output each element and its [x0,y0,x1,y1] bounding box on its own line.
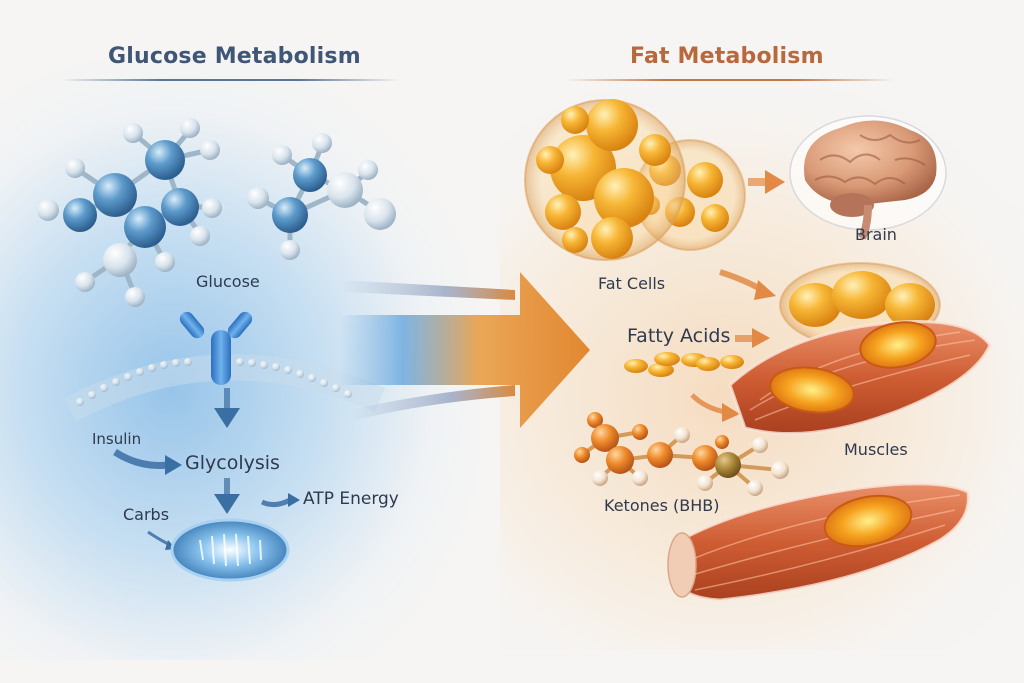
glucose-molecule-small-icon [247,133,396,260]
label-fat-cells: Fat Cells [598,274,666,293]
glucose-section-title: Glucose Metabolism [108,44,361,69]
brain-icon [789,115,947,240]
glucose-molecule-icon [37,118,222,307]
label-fatty-acids: Fatty Acids [627,325,731,347]
label-brain: Brain [855,225,897,244]
glucose-title-divider [60,79,400,81]
muscle-fiber-upper-icon [728,320,992,436]
ketone-molecule-icon [574,412,789,496]
label-insulin: Insulin [92,430,142,448]
label-atp-energy: ATP Energy [303,489,399,509]
muscle-fiber-lower-icon [667,482,970,602]
label-muscles: Muscles [844,440,908,459]
mitochondrion-icon [170,518,290,582]
insulin-receptor-icon [179,311,253,385]
transition-arrow-icon [340,272,590,428]
label-glucose: Glucose [196,272,260,291]
fat-droplets-icon [779,262,941,348]
fat-flow-arrows [690,170,785,422]
fatty-acid-capsules-icon [624,352,744,377]
label-carbs: Carbs [123,505,170,524]
label-glycolysis: Glycolysis [185,452,280,474]
label-ketones: Ketones (BHB) [604,496,720,515]
fat-title-divider [565,79,895,81]
fat-cells-icon [524,99,746,261]
fat-section-title: Fat Metabolism [630,44,824,69]
